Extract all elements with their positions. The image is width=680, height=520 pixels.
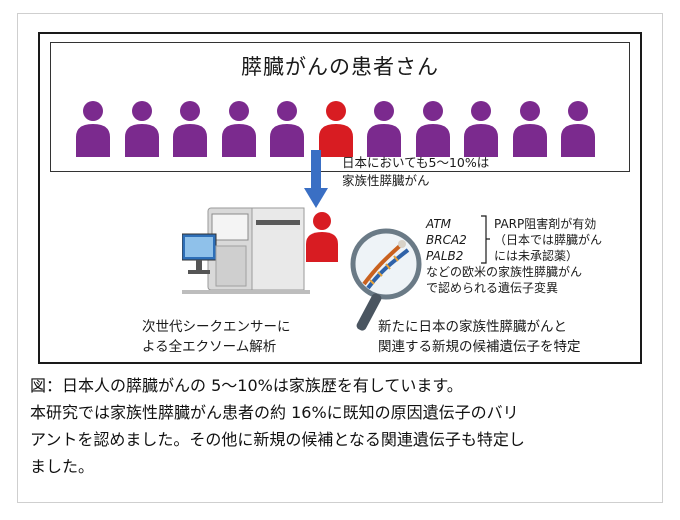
- sequencer-icon: [181, 206, 310, 296]
- gene-brca2: BRCA2: [426, 233, 467, 247]
- patient-icon: [73, 99, 113, 159]
- caption-text: ました。: [30, 457, 95, 476]
- caption-line: 次世代シークエンサーに: [142, 319, 291, 335]
- diagram-title: 膵臓がんの患者さん: [241, 55, 439, 79]
- familial-rate-note: 日本においても5～10%は 家族性膵臓がん: [342, 154, 489, 190]
- sequencer-caption: 次世代シークエンサーに よる全エクソーム解析: [142, 317, 291, 357]
- note-line: 日本においても5～10%は: [342, 155, 490, 170]
- patient-icon: [510, 99, 550, 159]
- gene-palb2: PALB2: [426, 249, 464, 263]
- caption-text: 本研究では家族性膵臓がん患者の約 16%に既知の原因遺伝子のバリ: [30, 403, 519, 422]
- parp-note: PARP阻害剤が有効 （日本では膵臓がん には未承認薬）: [494, 216, 602, 264]
- patient-icon: [122, 99, 162, 159]
- variant-note: などの欧米の家族性膵臓がん で認められる遺伝子変異: [426, 264, 582, 296]
- patient-icon: [413, 99, 453, 159]
- figure-caption: 図：日本人の膵臓がんの 5～10%は家族歴を有しています。 本研究では家族性膵臓…: [30, 372, 650, 480]
- caption-line: 関連する新規の候補遺伝子を特定: [378, 339, 581, 355]
- gene-list: ATM BRCA2 PALB2: [426, 216, 467, 264]
- gene-atm: ATM: [426, 217, 452, 231]
- patient-icon: [558, 99, 598, 159]
- patient-icon: [364, 99, 404, 159]
- caption-text: 図：日本人の膵臓がんの 5～10%は家族歴を有しています。: [30, 376, 463, 395]
- variant-line: などの欧米の家族性膵臓がん: [426, 265, 583, 279]
- patients-box: 膵臓がんの患者さん: [50, 42, 630, 172]
- familial-patient-icon: [302, 210, 342, 264]
- patient-icon: [267, 99, 307, 159]
- discovery-caption: 新たに日本の家族性膵臓がんと 関連する新規の候補遺伝子を特定: [378, 317, 581, 357]
- caption-line: 新たに日本の家族性膵臓がんと: [378, 319, 567, 335]
- parp-line: には未承認薬）: [494, 249, 579, 263]
- parp-line: PARP阻害剤が有効: [494, 217, 597, 231]
- caption-text: アントを認めました。その他に新規の候補となる関連遺伝子も特定し: [30, 430, 525, 449]
- patient-icon: [170, 99, 210, 159]
- patient-familial-icon: [316, 99, 356, 159]
- down-arrow-icon: [304, 150, 328, 214]
- variant-line: で認められる遺伝子変異: [426, 281, 559, 295]
- patient-icon: [461, 99, 501, 159]
- note-line: 家族性膵臓がん: [342, 173, 430, 188]
- magnifier-dna-icon: [346, 226, 432, 334]
- parp-line: （日本では膵臓がん: [494, 233, 603, 247]
- bracket-icon: [480, 215, 490, 265]
- patient-icon: [219, 99, 259, 159]
- caption-line: よる全エクソーム解析: [142, 339, 277, 355]
- diagram: 膵臓がんの患者さん 日本においても5～10%は 家族性膵臓がん: [38, 32, 642, 364]
- patient-row: [73, 99, 613, 159]
